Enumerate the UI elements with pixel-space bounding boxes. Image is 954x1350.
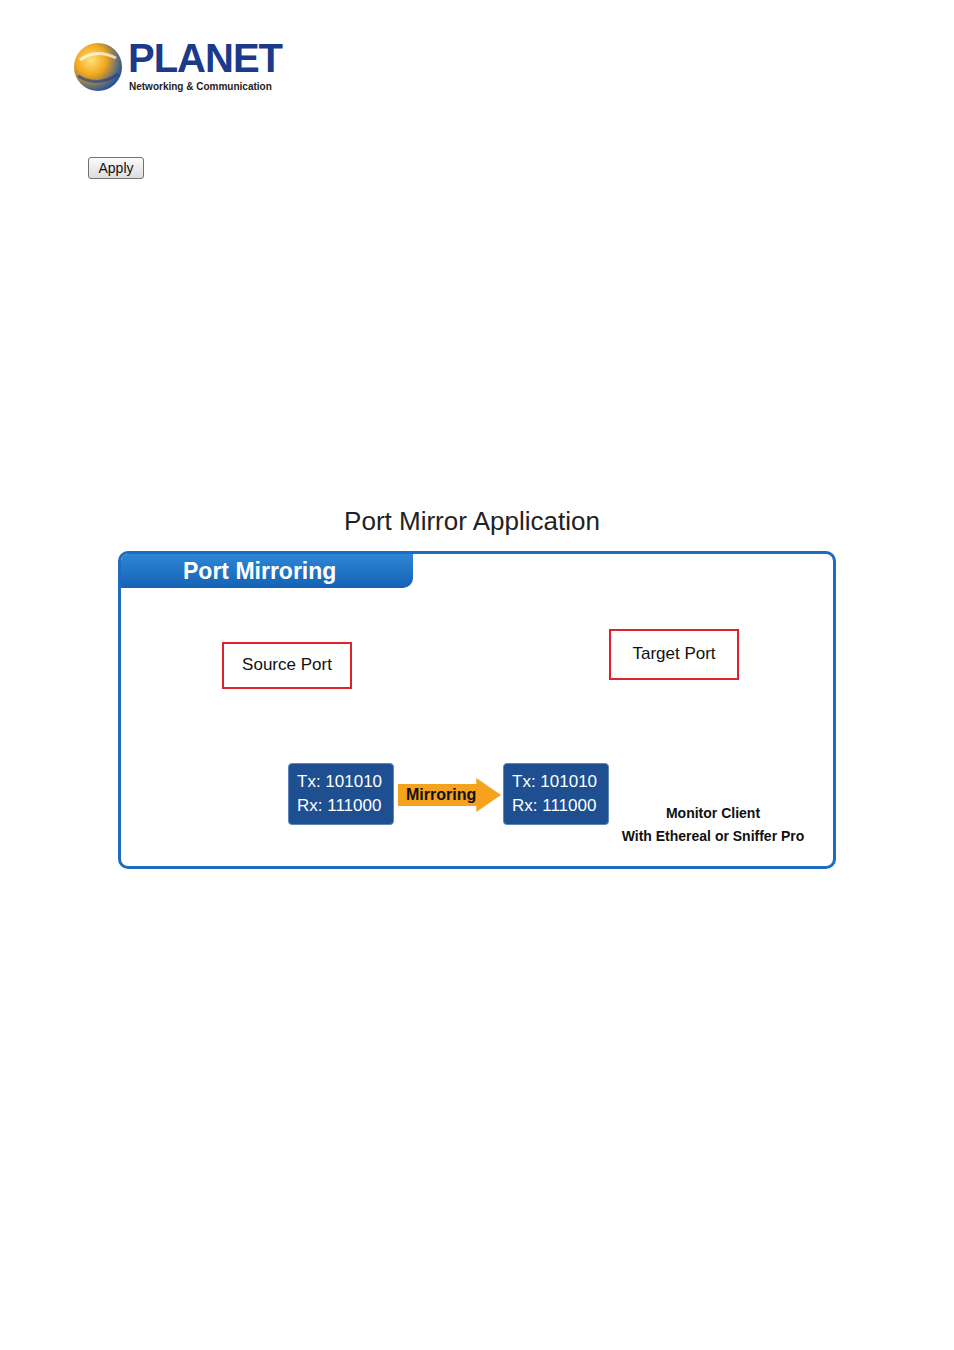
data-text: Tx: 101010	[297, 770, 385, 794]
diagram-panel: Port MirroringSource Port Target PortTx: …	[118, 551, 836, 869]
callout-text: Target Port	[632, 644, 715, 664]
logo-globe	[74, 43, 122, 91]
callout-box: Source Port	[222, 642, 352, 689]
callout-text: Source Port	[242, 655, 332, 675]
panel-heading: Port Mirroring	[183, 558, 393, 586]
client-caption: With Ethereal or Sniffer Pro	[622, 829, 805, 843]
data-box: Tx: 101010Rx: 111000	[503, 763, 609, 825]
data-text: Rx: 111000	[297, 794, 385, 818]
diagram-title: Port Mirror Application	[0, 507, 944, 536]
client-caption: Monitor Client	[666, 806, 760, 820]
data-text: Tx: 101010	[512, 770, 600, 794]
button-text: Apply	[98, 160, 133, 177]
data-box: Tx: 101010Rx: 111000	[288, 763, 394, 825]
logo-tagline: Networking & Communication	[129, 82, 272, 92]
apply-button: Apply	[88, 157, 144, 179]
panel-tab: Port Mirroring	[121, 554, 413, 588]
logo-name: PLANET	[128, 38, 282, 78]
arrow-shape	[398, 778, 501, 812]
arrow-text: Mirroring	[406, 785, 476, 804]
mirroring-arrow: Mirroring	[398, 778, 501, 812]
data-text: Rx: 111000	[512, 794, 600, 818]
callout-box: Target Port	[609, 629, 739, 680]
